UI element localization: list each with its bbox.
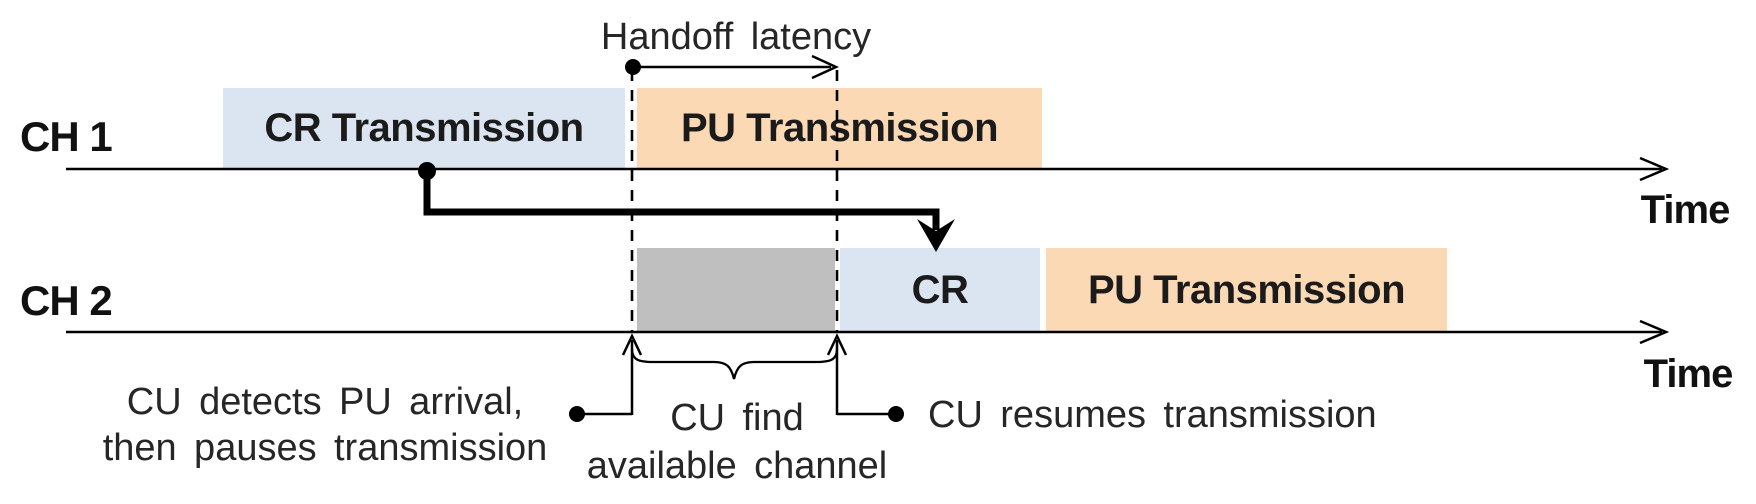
detect-pause-annotation: CU detects PU arrival, then pauses trans… (80, 379, 570, 471)
channel-switch-arrow (418, 162, 955, 252)
detect-pause-line2: then pauses transmission (102, 427, 548, 469)
ch1-time-axis-label: Time (1640, 188, 1731, 232)
ch1-label: CH 1 (20, 113, 113, 160)
ch1-axis-arrowhead-icon (1639, 156, 1670, 182)
ch1-cr-transmission-segment: CR Transmission (223, 88, 625, 169)
ch2-pu-transmission-segment: PU Transmission (1046, 248, 1447, 332)
ch2-channel-search-segment (637, 248, 835, 332)
search-interval-brace-icon (630, 348, 839, 380)
latency-arrowhead-icon (811, 54, 840, 80)
handoff-latency-arrow (625, 54, 840, 80)
find-channel-line2: available channel (586, 445, 888, 487)
ch2-axis-arrowhead-icon (1639, 319, 1670, 345)
find-channel-line1: CU find (670, 397, 804, 439)
ch1-pu-transmission-segment: PU Transmission (637, 88, 1042, 169)
detect-pause-line1: CU detects PU arrival, (126, 381, 524, 423)
detect-up-arrowhead-icon (621, 333, 643, 356)
handoff-latency-label: Handoff latency (600, 16, 872, 58)
switch-elbow-line (423, 171, 940, 230)
resume-annotation: CU resumes transmission (928, 394, 1377, 436)
ch2-label: CH 2 (20, 277, 113, 324)
ch2-cr-segment: CR (840, 248, 1040, 332)
find-channel-annotation: CU find available channel (557, 394, 917, 490)
resume-up-arrowhead-icon (826, 333, 848, 356)
latency-start-dot-icon (625, 59, 641, 75)
ch2-time-axis-label: Time (1643, 352, 1734, 396)
